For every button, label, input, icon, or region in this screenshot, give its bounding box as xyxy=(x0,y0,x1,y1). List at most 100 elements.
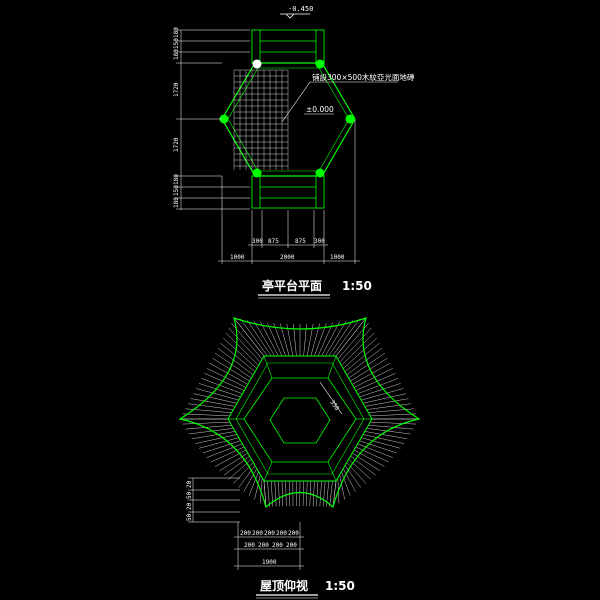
top-elevation-marker: -0.450 xyxy=(280,5,313,19)
roof-view: 350 20 50 20 50 200 200 200 xyxy=(178,317,421,599)
plan-dim-bottom-3: 875 xyxy=(295,238,306,245)
roof-rafter-line xyxy=(328,320,353,357)
roof-dim-bottom-r1-1: 200 xyxy=(240,530,251,537)
roof-rafter-line xyxy=(228,459,252,480)
roof-rafter-line xyxy=(263,480,267,508)
roof-rafter-line xyxy=(192,431,236,440)
bottom-stair xyxy=(251,175,325,209)
roof-rafter-line xyxy=(273,322,286,357)
roof-dim-bottom-r2-1: 200 xyxy=(244,542,255,549)
roof-rafter-line xyxy=(190,398,236,407)
roof-rafter-line xyxy=(325,320,347,357)
plan-bottom-dimension-texts: 300 875 875 300 1000 2000 1000 xyxy=(230,238,345,261)
roof-rafter-line xyxy=(196,388,239,401)
roof-rafter-line xyxy=(279,323,290,357)
roof-rafter-line xyxy=(350,456,376,476)
roof-rafter-line xyxy=(370,413,417,417)
floor-note: 铺設300×500木紋亞光面地磚 xyxy=(281,72,415,123)
roof-rafter-line xyxy=(278,480,280,507)
roof-rafter-line xyxy=(233,317,265,357)
roof-rafter-line xyxy=(359,440,397,454)
roof-scale: 1:50 xyxy=(325,579,355,593)
roof-bottom-dimension-chain xyxy=(234,522,304,570)
roof-core-hexagon xyxy=(269,397,331,444)
plan-dim-bottom-1: 300 xyxy=(252,238,263,245)
roof-rafter-line xyxy=(219,452,248,472)
roof-dim-bottom-r1-4: 200 xyxy=(276,530,287,537)
roof-rafter-line xyxy=(182,421,230,425)
roof-rafter-line xyxy=(319,480,322,507)
roof-rafter-line xyxy=(204,373,245,391)
roof-rafter-line xyxy=(185,424,232,430)
floor-elevation-marker: ±0.000 xyxy=(304,105,334,115)
plan-dim-bottom-2: 875 xyxy=(268,238,279,245)
roof-rafter-line xyxy=(225,332,259,366)
roof-rafter-line xyxy=(238,465,256,488)
roof-rafter-line xyxy=(370,421,417,425)
roof-rafter-line xyxy=(212,358,250,382)
roof-rafter-line xyxy=(346,347,383,376)
roof-rafter-line xyxy=(228,327,261,363)
plan-scale: 1:50 xyxy=(342,279,372,293)
platform-plan-view: -0.450 xyxy=(173,5,415,299)
plan-bottom-dimension-chain xyxy=(218,120,360,264)
roof-rafter-line xyxy=(281,480,284,507)
roof-rafter-line xyxy=(223,456,250,476)
roof-rafter-line xyxy=(253,320,275,357)
floor-material-note: 铺設300×500木紋亞光面地磚 xyxy=(312,72,415,82)
roof-rafter-line xyxy=(188,403,234,410)
column-bottom-left xyxy=(252,168,262,178)
roof-rafter-line xyxy=(353,449,385,467)
roof-rafter-line xyxy=(260,321,279,357)
roof-rafter-line xyxy=(352,363,391,385)
roof-rafter-line xyxy=(344,465,362,488)
roof-rafter-line xyxy=(364,431,408,440)
roof-rafter-line xyxy=(206,443,243,458)
plan-left-dimension-chain xyxy=(176,29,250,210)
roof-rafter-line xyxy=(316,480,319,507)
plan-title: 亭平台平面 xyxy=(262,278,322,293)
roof-rafter-line xyxy=(302,480,304,507)
roof-rafter-line xyxy=(341,332,375,366)
plan-dim-left-2: 150 xyxy=(173,38,180,49)
plan-dim-left-6: 180 xyxy=(173,174,180,185)
roof-rafter-line xyxy=(341,471,351,496)
roof-rafter-line xyxy=(332,480,337,508)
roof-rafter-line xyxy=(346,462,367,484)
roof-rafter-line xyxy=(198,383,241,398)
roof-rafter-line xyxy=(188,428,234,435)
roof-rafter-line xyxy=(350,358,388,382)
plan-dim-bottom-7: 1000 xyxy=(330,254,345,261)
roof-rafter-line xyxy=(357,443,393,458)
column-top-right xyxy=(315,59,325,69)
roof-rafter-line xyxy=(209,363,248,385)
roof-rafter-line xyxy=(210,446,245,463)
roof-rafter-line xyxy=(335,317,367,357)
roof-rafter-line xyxy=(362,393,406,404)
plan-dim-bottom-6: 2000 xyxy=(280,254,295,261)
roof-rafter-line xyxy=(352,452,381,472)
roof-rafter-line xyxy=(314,322,327,357)
roof-rafter-line xyxy=(339,474,345,500)
roof-rafter-line xyxy=(329,480,333,507)
roof-rafter-line xyxy=(366,403,412,410)
plan-dim-left-4: 1720 xyxy=(173,82,180,97)
roof-rafter-line xyxy=(223,337,257,369)
roof-rafter-line xyxy=(317,322,334,357)
top-elevation-label: -0.450 xyxy=(288,5,313,13)
roof-rafter-line xyxy=(366,428,411,435)
roof-rafter-line xyxy=(254,474,261,500)
roof-dim-bottom-r2-3: 200 xyxy=(272,542,283,549)
roof-rafter-line xyxy=(310,323,321,357)
roof-rafter-line xyxy=(321,321,340,357)
roof-left-dimension-texts: 20 50 20 50 xyxy=(186,480,193,521)
roof-rafter-line xyxy=(274,480,277,507)
roof-rafter-line xyxy=(359,383,401,398)
roof-rafter-line xyxy=(182,413,230,417)
plan-title-block: 亭平台平面 1:50 xyxy=(258,278,372,299)
roof-dim-bottom-total: 1900 xyxy=(262,559,277,566)
roof-rafter-line xyxy=(357,378,399,395)
roof-rafter-line xyxy=(368,408,414,413)
roof-ridge-lines xyxy=(228,355,372,482)
roof-rafter-line xyxy=(339,327,372,363)
